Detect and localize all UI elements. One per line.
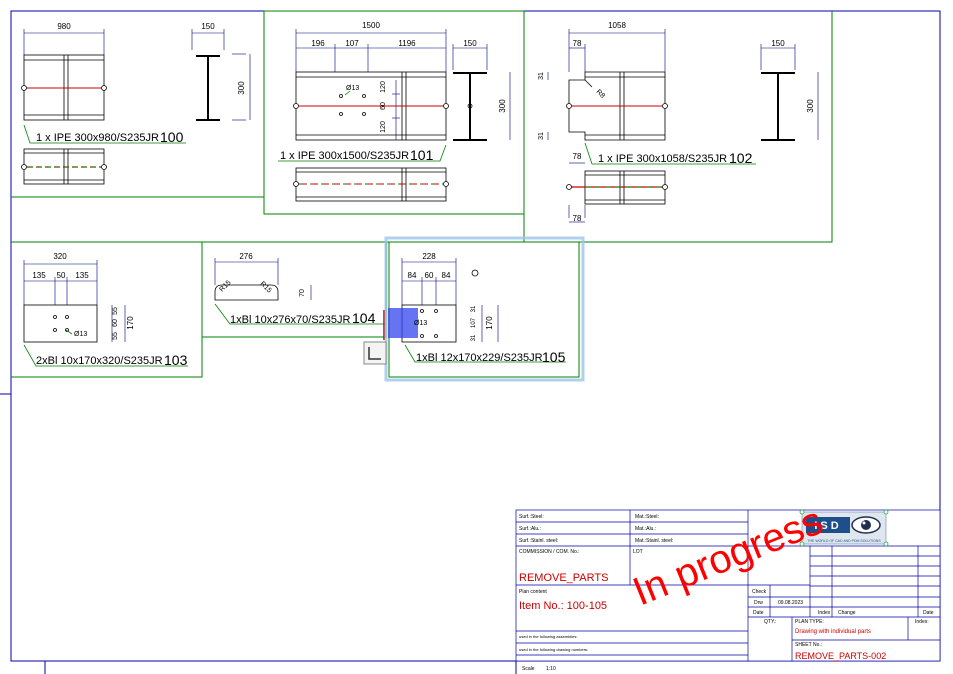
p101-dim-v2: 60 — [380, 102, 387, 110]
tb-plan-content-value: Item No.: 100-105 — [519, 600, 608, 612]
tb-plan-type-label: PLAN TYPE: — [795, 619, 824, 625]
tb-index2: Index: — [915, 619, 929, 625]
tb-check: Check — [752, 589, 767, 595]
p103-dim-c: 135 — [75, 271, 89, 280]
p103-dim-a: 135 — [32, 271, 46, 280]
tb-mat-stainl: Mat.:Stainl. steel: — [635, 538, 674, 544]
part-101-drawing — [278, 29, 511, 202]
tb-lot-label: LOT — [633, 549, 643, 555]
p104-dim-height: 70 — [299, 289, 306, 297]
p102-dim-height: 300 — [806, 99, 815, 113]
p102-dim-b1: 78 — [573, 152, 582, 161]
p105-dim-a: 84 — [408, 271, 417, 280]
p104-label: 1xBl 10x276x70/S235JR — [230, 314, 351, 326]
tb-scale-value: 1:10 — [546, 666, 556, 672]
p101-label: 1 x IPE 300x1500/S235JR — [280, 150, 409, 162]
tb-date2: Date — [923, 610, 934, 616]
p103-label: 2xBl 10x170x320/S235JR — [36, 355, 163, 367]
tb-used-drawings: used in the following drawing numbers: — [519, 647, 589, 652]
p105-label: 1xBl 12x170x229/S235JR — [416, 352, 543, 364]
p103-dim-v2: 60 — [112, 319, 119, 327]
p105-dim-length: 228 — [422, 252, 436, 261]
p105-dim-v3: 31 — [471, 334, 477, 341]
tb-surf-steel: Surf.:Steel: — [519, 514, 544, 520]
tb-plan-type-value: Drawing with individual parts — [795, 629, 872, 635]
p103-hole: Ø13 — [74, 331, 87, 338]
p101-dim-b: 107 — [345, 39, 359, 48]
p101-number: 101 — [410, 147, 434, 163]
tb-scale-label: Scale — [522, 666, 535, 672]
p103-dim-v1: 55 — [112, 307, 119, 315]
tb-sheet-label: SHEET No.: — [795, 642, 823, 648]
p103-number: 103 — [164, 352, 188, 368]
p102-dim-b2: 78 — [573, 214, 582, 223]
isd-logo-text: ISD — [814, 520, 841, 532]
p104-dim-length: 276 — [239, 252, 253, 261]
p104-number: 104 — [352, 310, 376, 326]
p105-dim-b: 60 — [425, 271, 434, 280]
p101-dim-a: 196 — [311, 39, 325, 48]
p105-move-grip[interactable] — [363, 341, 387, 365]
p102-label: 1 x IPE 300x1058/S235JR — [598, 153, 727, 165]
p105-selection-frame[interactable] — [384, 236, 585, 382]
p101-dim-length: 1500 — [362, 21, 380, 30]
p101-dim-c: 1196 — [398, 39, 416, 48]
p101-dim-v3: 120 — [380, 121, 387, 133]
tb-plan-content-label: Plan content — [519, 589, 547, 595]
isd-logo — [799, 509, 889, 547]
p101-hole: Ø13 — [346, 85, 359, 92]
p102-dim-cut: 78 — [573, 39, 582, 48]
p104-dim-r2: R15 — [259, 280, 273, 294]
p100-dim-width: 150 — [201, 22, 215, 31]
p100-dim-height: 300 — [237, 81, 246, 95]
p105-number: 105 — [542, 349, 566, 365]
p101-dim-width: 150 — [463, 39, 477, 48]
p105-dim-height: 170 — [485, 316, 494, 330]
tb-qty: QTY.: — [764, 619, 777, 625]
p103-dim-height: 170 — [126, 316, 135, 330]
tb-mat-alu: Mat.:Alu.: — [635, 526, 657, 532]
tb-drw: Drw — [754, 600, 763, 606]
p102-dim-v2: 31 — [538, 132, 545, 140]
tb-commission-label: COMMISSION / COM. No.: — [519, 549, 580, 555]
tb-surf-alu: Surf.:Alu.: — [519, 526, 541, 532]
p102-dim-r: R8 — [595, 88, 606, 99]
p102-dim-v1: 31 — [538, 72, 545, 80]
part-100-drawing — [21, 29, 251, 185]
p103-dim-b: 50 — [57, 271, 66, 280]
p103-dim-v3: 55 — [112, 332, 119, 340]
isd-logo-subtitle: THE WORLD OF CAD AND PDM SOLUTIONS — [807, 539, 881, 543]
tb-sheet-value: REMOVE_PARTS-002 — [795, 651, 887, 661]
part-104-drawing — [214, 258, 386, 325]
part-105-drawing — [401, 258, 566, 363]
tb-change: Change — [838, 610, 856, 616]
p105-dim-v1: 31 — [471, 305, 477, 312]
part-103-drawing — [23, 260, 188, 367]
p100-label: 1 x IPE 300x980/S235JR — [36, 132, 159, 144]
p101-dim-height: 300 — [498, 99, 507, 113]
p105-hole: Ø13 — [414, 320, 427, 327]
tb-index: Index — [818, 610, 831, 616]
p102-dim-width: 150 — [771, 39, 785, 48]
p104-dim-r1: R15 — [218, 279, 232, 293]
p102-number: 102 — [729, 150, 753, 166]
tb-commission-value: REMOVE_PARTS — [519, 572, 609, 584]
p100-dim-length: 980 — [57, 22, 71, 31]
tb-used-assemblies: used in the following assemblies: — [519, 634, 578, 639]
p105-selected-handle[interactable] — [388, 308, 418, 338]
tb-date: Date — [753, 610, 764, 616]
p105-dim-v2: 107 — [471, 317, 477, 328]
p100-number: 100 — [160, 129, 184, 145]
tb-surf-stainl: Surf.:Stainl. steel: — [519, 538, 559, 544]
p102-dim-length: 1058 — [608, 21, 626, 30]
p105-dim-c: 84 — [442, 271, 451, 280]
tb-mat-steel: Mat.:Steel: — [635, 514, 659, 520]
tb-drw-date: 09.08.2023 — [778, 600, 804, 606]
p103-dim-length: 320 — [53, 252, 67, 261]
p101-dim-v1: 120 — [380, 81, 387, 93]
part-102-drawing — [547, 29, 819, 223]
